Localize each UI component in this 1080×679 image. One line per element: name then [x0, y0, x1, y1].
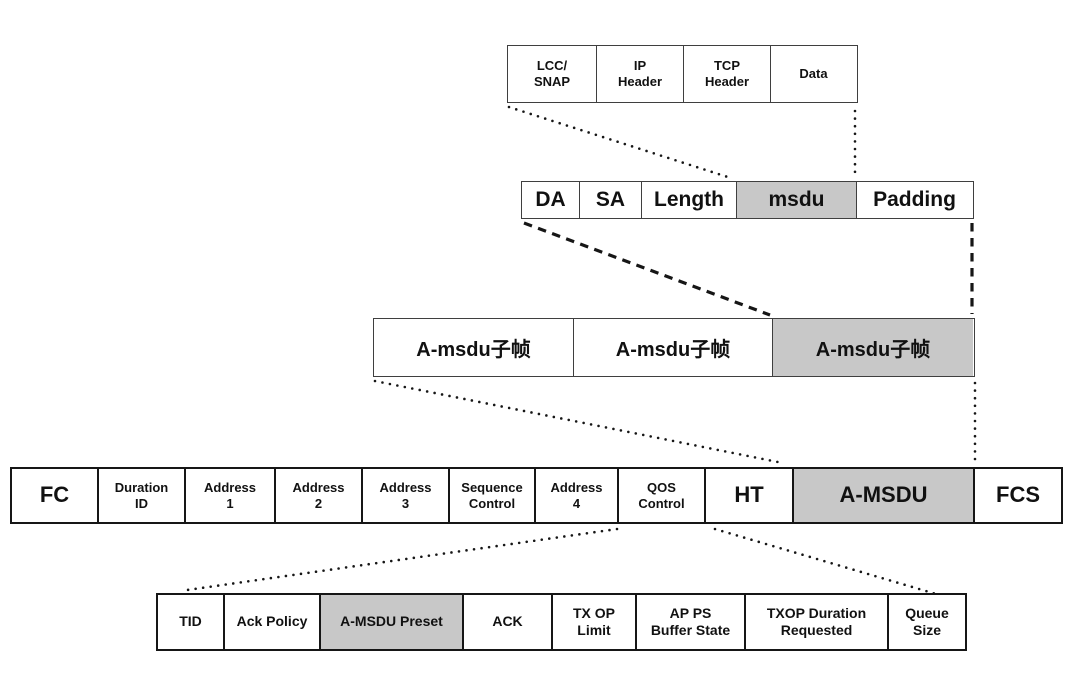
cell-ack: ACK [464, 595, 553, 649]
row-upper-layer-packet: LCC/ SNAP IP Header TCP Header Data [507, 45, 858, 103]
cell-amsdu-subframe-1: A-msdu子帧 [374, 319, 574, 376]
cell-da: DA [522, 182, 580, 218]
cell-address-1: Address 1 [186, 469, 276, 522]
cell-amsdu-preset: A-MSDU Preset [321, 595, 464, 649]
cell-llc-snap: LCC/ SNAP [508, 46, 597, 102]
dashed-line-msdu-to-subframe-left [523, 221, 771, 317]
cell-data: Data [799, 66, 828, 82]
row-qos-control-fields: TID Ack Policy A-MSDU Preset ACK TX OP L… [156, 593, 967, 651]
dotted-line-qos-expand-right [713, 527, 962, 603]
row-mac-frame: FC Duration ID Address 1 Address 2 Addre… [10, 467, 1063, 524]
cell-duration-id: Duration ID [99, 469, 186, 522]
cell-address-4: Address 4 [536, 469, 619, 522]
cell-sa: SA [580, 182, 642, 218]
cell-msdu: msdu [737, 182, 857, 218]
cell-amsdu-subframe-2: A-msdu子帧 [574, 319, 773, 376]
cell-tcp-header: TCP Header [684, 46, 771, 102]
cell-txop-duration-requested: TXOP Duration Requested [746, 595, 889, 649]
cell-amsdu-subframe-3: A-msdu子帧 [773, 319, 973, 376]
dotted-line-subframe-to-amsdu-left [373, 379, 780, 464]
cell-sequence-control: Sequence Control [450, 469, 536, 522]
cell-txop-limit: TX OP Limit [553, 595, 637, 649]
cell-padding: Padding [873, 188, 956, 211]
cell-ht: HT [706, 469, 794, 522]
cell-ack-policy: Ack Policy [225, 595, 321, 649]
row-amsdu-subframes: A-msdu子帧 A-msdu子帧 A-msdu子帧 [373, 318, 975, 377]
row-msdu-subframe: DA SA Length msdu Padding [521, 181, 974, 219]
cell-address-2: Address 2 [276, 469, 363, 522]
cell-fc: FC [12, 469, 99, 522]
cell-tid: TID [158, 595, 225, 649]
cell-a-msdu: A-MSDU [794, 469, 975, 522]
cell-ip-header: IP Header [597, 46, 684, 102]
dotted-line-packet-to-msdu-left [507, 105, 733, 180]
cell-queue-size: Queue Size [905, 604, 949, 639]
dotted-line-qos-expand-left [185, 527, 619, 592]
cell-fcs: FCS [996, 482, 1040, 508]
cell-length: Length [642, 182, 737, 218]
cell-ap-ps-buffer-state: AP PS Buffer State [637, 595, 746, 649]
cell-address-3: Address 3 [363, 469, 450, 522]
cell-qos-control: QOS Control [619, 469, 706, 522]
